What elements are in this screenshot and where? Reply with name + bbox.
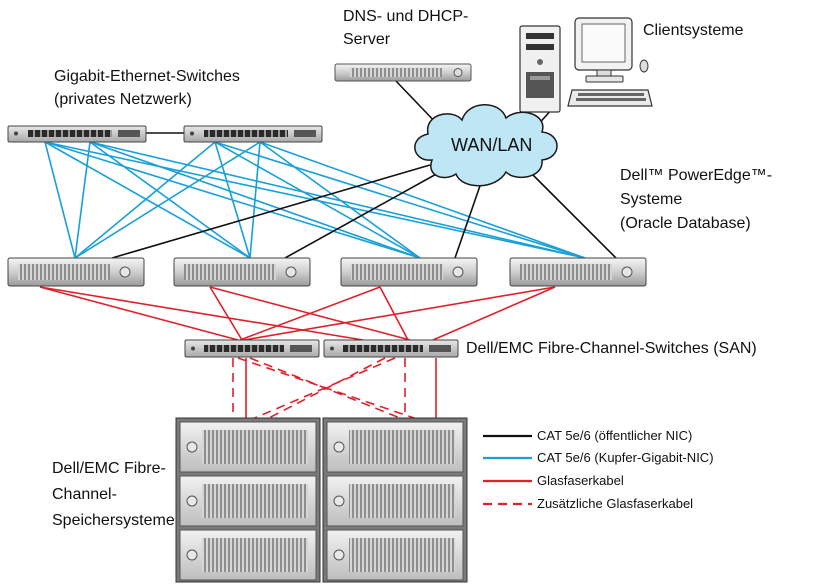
gbe-switches-label-line1: Gigabit-Ethernet-Switches (54, 68, 240, 85)
poweredge-server-3 (340, 257, 478, 287)
client-systems (519, 17, 653, 113)
fc-switch-1 (184, 339, 320, 358)
legend-swatches (483, 434, 532, 506)
poweredge-label-line3: (Oracle Database) (620, 215, 751, 232)
fibre-cables (39, 286, 556, 420)
fc-switches-label: Dell/EMC Fibre-Channel-Switches (SAN) (466, 340, 757, 357)
legend-label-private: CAT 5e/6 (Kupfer-Gigabit-NIC) (537, 450, 714, 465)
gigabit-switch-1 (7, 125, 147, 143)
gigabit-switch-2 (183, 125, 323, 143)
poweredge-label-line1: Dell™ PowerEdge™- (620, 167, 773, 184)
storage-system-1 (175, 417, 321, 583)
private-network-cables (44, 141, 586, 259)
gbe-switches-label-line2: (privates Netzwerk) (54, 91, 192, 108)
cloud-label: WAN/LAN (451, 135, 533, 155)
storage-label-line1: Dell/EMC Fibre- (52, 460, 166, 477)
legend-label-fibre: Glasfaserkabel (537, 473, 624, 488)
legend-label-public: CAT 5e/6 (öffentlicher NIC) (537, 428, 693, 443)
dns-server-label-line1: DNS- und DHCP- (343, 8, 469, 25)
dns-dhcp-server (334, 63, 472, 82)
clients-label: Clientsysteme (643, 22, 744, 39)
storage-label-line2: Channel- (52, 486, 117, 503)
poweredge-server-1 (7, 257, 145, 287)
poweredge-server-2 (173, 257, 311, 287)
poweredge-server-4 (509, 257, 647, 287)
legend-label-additional-fibre: Zusätzliche Glasfaserkabel (537, 496, 694, 511)
fc-switch-2 (323, 339, 459, 358)
storage-label-line3: Speichersysteme (52, 512, 175, 529)
additional-fibre-cables (232, 357, 421, 421)
poweredge-label-line2: Systeme (620, 191, 683, 208)
wan-lan-cloud (414, 104, 558, 187)
dns-server-label-line2: Server (343, 31, 391, 48)
storage-system-2 (322, 417, 468, 583)
